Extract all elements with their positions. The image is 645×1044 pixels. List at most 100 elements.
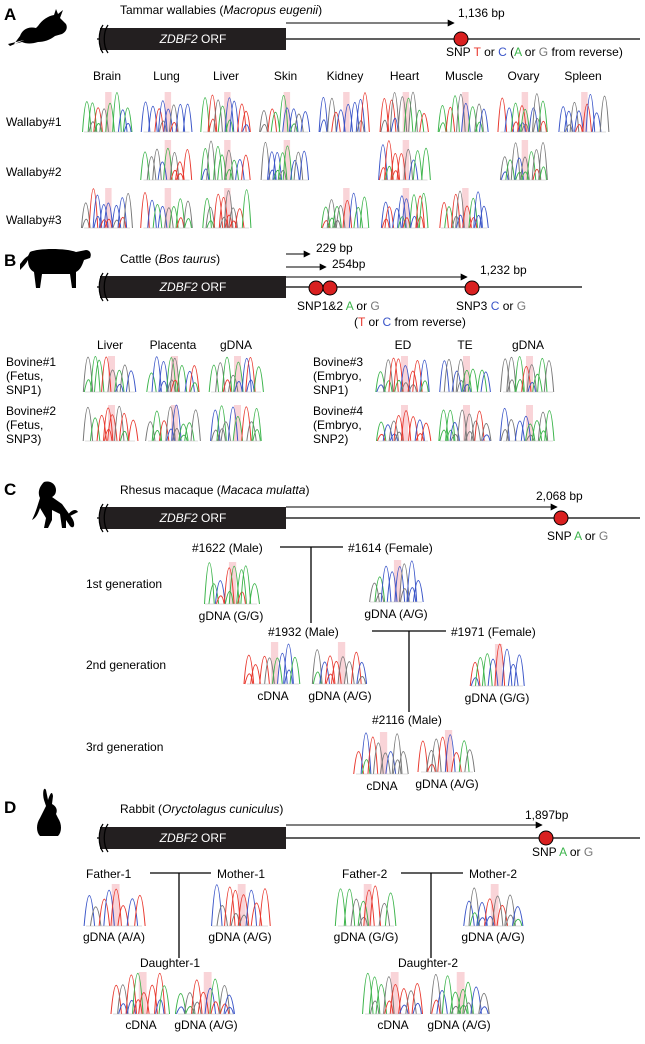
trace-peak <box>521 366 532 393</box>
snp-highlight <box>164 140 172 180</box>
trace-peak <box>478 992 490 1015</box>
chromatogram <box>318 92 370 133</box>
snp-marker <box>553 510 569 526</box>
trace-peak <box>282 145 293 181</box>
trace-peak <box>343 888 356 927</box>
trace-peak <box>126 999 136 1015</box>
trace-peak <box>414 109 425 133</box>
trace-peak <box>437 105 448 133</box>
trace-peak <box>412 1002 422 1015</box>
snp-highlight <box>343 92 350 132</box>
trace-peak <box>236 569 247 605</box>
trace-peak <box>240 565 252 605</box>
trace-peak <box>229 100 240 133</box>
trace-peak <box>146 156 157 181</box>
row-label: Bovine#4 <box>313 404 363 418</box>
trace-peak <box>228 207 238 229</box>
trace-peak <box>474 214 483 229</box>
row-label: Bovine#1 <box>6 355 56 369</box>
trace-peak <box>386 99 397 133</box>
trace-peak <box>224 97 235 133</box>
column-label: Liver <box>97 338 123 352</box>
trace-peak <box>245 357 256 393</box>
trace-peak <box>171 404 182 442</box>
trace-peak <box>510 142 521 181</box>
trace-peak <box>250 664 261 685</box>
trace-peak <box>158 100 168 133</box>
trace-peak <box>90 356 101 393</box>
chromatogram <box>499 140 548 181</box>
trace-peak <box>537 412 549 442</box>
trace-peak <box>335 205 346 229</box>
trace-peak <box>260 124 268 133</box>
trace-peak <box>123 123 132 133</box>
trace-peak <box>140 101 151 133</box>
chromatogram <box>430 972 490 1015</box>
snp-highlight <box>390 972 399 1014</box>
trace-peak <box>83 894 96 927</box>
trace-peak <box>525 423 536 442</box>
trace-peak <box>252 429 261 442</box>
macaque-silhouette-icon <box>32 481 78 528</box>
trace-peak <box>467 368 479 393</box>
trace-peak <box>170 379 180 393</box>
trace-peak <box>469 912 479 927</box>
trace-peak <box>499 358 511 393</box>
trace-peak <box>101 356 112 393</box>
tissue-label: Kidney <box>327 69 364 83</box>
trace-peak <box>353 751 364 775</box>
individual-label: #1971 (Female) <box>451 625 536 639</box>
trace-peak <box>378 144 388 181</box>
trace-peak <box>446 429 455 442</box>
individual-label: #2116 (Male) <box>372 713 442 727</box>
trace-peak <box>436 990 448 1015</box>
trace-label: gDNA (A/G) <box>427 1018 490 1032</box>
trace-peak <box>463 900 475 927</box>
trace-peak <box>360 732 372 775</box>
trace-peak <box>564 124 573 133</box>
trace-peak <box>251 408 262 442</box>
trace-peak <box>319 661 331 685</box>
trace-peak <box>147 200 157 229</box>
trace-peak <box>438 122 447 133</box>
trace-peak <box>118 413 130 442</box>
trace-peak <box>458 740 470 773</box>
trace-peak <box>146 372 157 393</box>
tissue-label: Liver <box>213 69 239 83</box>
trace-peak <box>532 118 541 133</box>
trace-peak <box>397 96 408 133</box>
trace-peak <box>215 595 225 605</box>
trace-peak <box>474 657 486 687</box>
snp-highlight <box>224 92 231 132</box>
chromatogram <box>334 884 397 927</box>
orf-box <box>100 507 286 529</box>
snp-highlight <box>164 188 172 228</box>
trace-peak <box>290 160 300 181</box>
trace-peak <box>375 421 387 442</box>
trace-peak <box>438 409 449 442</box>
chromatogram <box>469 644 525 687</box>
trace-peak <box>368 976 381 1015</box>
orf-label: ZDBF2 ORF <box>159 831 227 845</box>
chromatogram <box>110 972 171 1015</box>
trace-peak <box>520 416 532 442</box>
trace-peak <box>259 888 271 927</box>
trace-peak <box>510 103 521 133</box>
trace-peak <box>411 983 424 1015</box>
trace-peak <box>241 154 251 181</box>
trace-peak <box>416 216 425 229</box>
chromatogram <box>200 140 251 181</box>
trace-peak <box>520 108 530 133</box>
trace-peak <box>464 749 476 773</box>
trace-peak <box>403 148 414 181</box>
panel-letter: D <box>4 798 16 817</box>
trace-peak <box>383 359 394 393</box>
row-label: SNP1) <box>6 383 41 397</box>
chromatogram <box>311 642 368 685</box>
trace-peak <box>300 111 311 133</box>
trace-peak <box>408 416 419 442</box>
trace-peak <box>521 123 530 133</box>
